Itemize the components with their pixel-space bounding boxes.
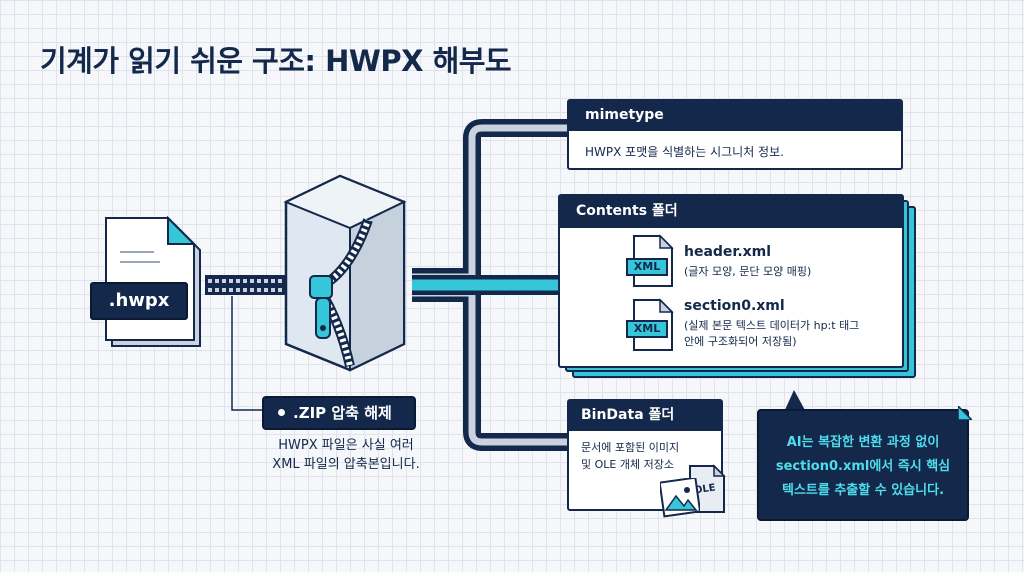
section0-xml-note: (실제 본문 텍스트 데이터가 hp:t 태그 안에 구조화되어 저장됨) xyxy=(684,319,860,348)
zip-extract-badge: .ZIP 압축 해제 xyxy=(262,396,416,430)
ai-callout-text: AI는 복잡한 변환 과정 없이 section0.xml에서 즉시 핵심 텍스… xyxy=(775,435,951,498)
image-file-icon xyxy=(660,478,700,518)
header-xml-name: header.xml xyxy=(684,244,772,260)
callout-pointer xyxy=(784,390,806,412)
zip-description: HWPX 파일은 사실 여러 XML 파일의 압축본입니다. xyxy=(272,438,420,472)
xml-tag: XML xyxy=(626,320,668,338)
xml-tag: XML xyxy=(626,258,668,276)
page-title: 기계가 읽기 쉬운 구조: HWPX 해부도 xyxy=(40,44,512,78)
section0-xml-name: section0.xml xyxy=(684,298,785,314)
bindata-description: 문서에 포함된 이미지 및 OLE 개체 저장소 xyxy=(581,441,680,471)
contents-folder-box: Contents 폴더 xyxy=(558,194,904,368)
mimetype-description: HWPX 포맷을 식별하는 시그니처 정보. xyxy=(585,145,784,159)
zip-cube-icon xyxy=(283,174,407,372)
header-xml-note: (글자 모양, 문단 모양 매핑) xyxy=(684,265,812,278)
bindata-folder-box: BinData 폴더 문서에 포함된 이미지 및 OLE 개체 저장소 xyxy=(567,399,723,511)
hwpx-file-badge: .hwpx xyxy=(90,282,188,320)
contents-folder-title: Contents 폴더 xyxy=(560,196,902,228)
bindata-folder-title: BinData 폴더 xyxy=(569,401,721,431)
mimetype-box: mimetype HWPX 포맷을 식별하는 시그니처 정보. xyxy=(567,99,903,170)
ai-callout: AI는 복잡한 변환 과정 없이 section0.xml에서 즉시 핵심 텍스… xyxy=(757,409,969,521)
callout-corner xyxy=(958,406,972,420)
mimetype-title: mimetype xyxy=(569,101,901,131)
